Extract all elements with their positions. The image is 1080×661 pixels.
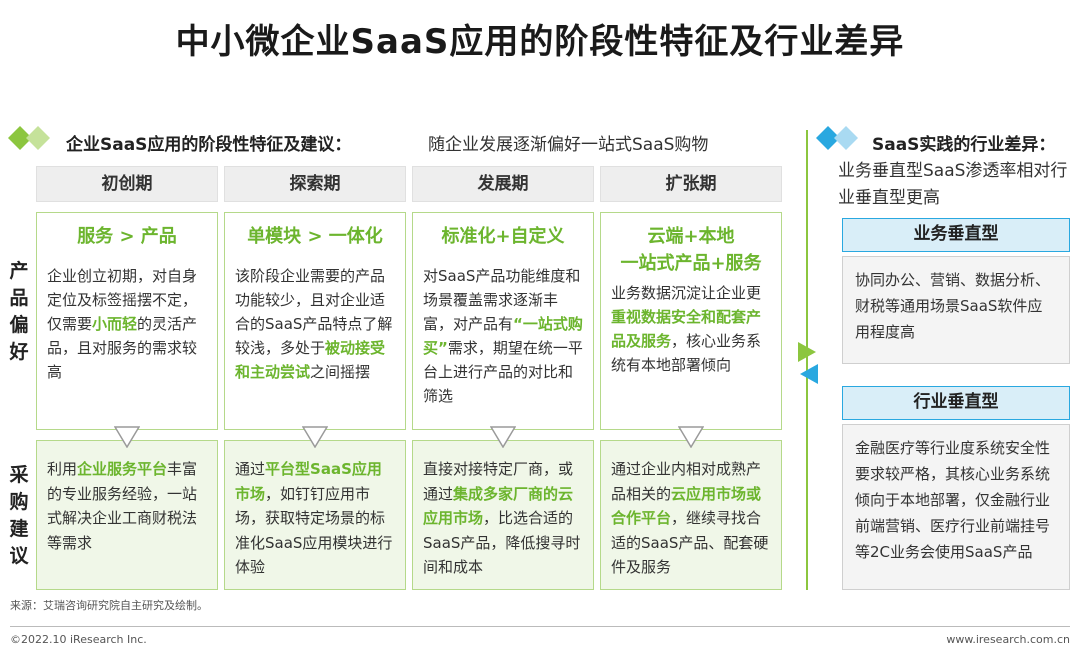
right-arrow-icon xyxy=(798,342,816,362)
down-triangle-icon xyxy=(302,426,328,448)
body-text: 利用 xyxy=(47,460,78,478)
left-section-heading: 企业SaaS应用的阶段性特征及建议： xyxy=(66,135,352,155)
body-text: 业务数据沉淀让企业更 xyxy=(611,284,762,302)
preference-box: 单模块 > 一体化该阶段企业需要的产品功能较少，且对企业适合的SaaS产品特点了… xyxy=(224,212,406,430)
footer-divider xyxy=(10,626,1070,627)
highlight-text: 云应用市场或合作平台 xyxy=(611,484,762,528)
down-triangle-icon xyxy=(490,426,516,448)
business-vertical-title: 业务垂直型 xyxy=(842,218,1070,252)
highlight-text: “一站式购买” xyxy=(423,315,583,357)
highlight-text: 集成多家厂商的云应用市场 xyxy=(423,484,574,528)
highlight-text: 被动接受和主动尝试 xyxy=(235,339,386,381)
down-triangle-icon xyxy=(678,426,704,448)
body-text: 对SaaS产品功能维度和场景覆盖需求逐渐丰富，对产品有 xyxy=(423,267,581,333)
stage-title-line: 服务 > 产品 xyxy=(77,226,177,247)
body-text: 直接对接特定厂商，或通过 xyxy=(423,460,574,503)
website: www.iresearch.com.cn xyxy=(946,633,1070,646)
highlight-text: 重视数据安全和配套产品及服务 xyxy=(611,308,762,350)
advice-box: 通过平台型SaaS应用市场，如钉钉应用市场，获取特定场景的标准化SaaS应用模块… xyxy=(224,440,406,590)
stage-title-line: 一站式产品+服务 xyxy=(620,253,762,274)
preference-text: 企业创立初期，对自身定位及标签摇摆不定，仅需要小而轻的灵活产品，且对服务的需求较… xyxy=(47,264,207,384)
stage-title-line: 单模块 > 一体化 xyxy=(247,226,383,247)
divider-arrows xyxy=(798,342,818,384)
body-text: ，比选合适的SaaS产品，降低搜寻时间和成本 xyxy=(423,509,581,576)
stage-title-line: 云端+本地 xyxy=(647,226,735,247)
body-text: 的灵活产品，且对服务的需求较高 xyxy=(47,315,198,381)
industry-vertical-title: 行业垂直型 xyxy=(842,386,1070,420)
highlight-text: 平台型SaaS应用市场 xyxy=(235,460,382,503)
body-text: ，核心业务系统有本地部署倾向 xyxy=(611,332,762,374)
stage-header: 初创期 xyxy=(36,166,218,202)
business-vertical-text: 协同办公、营销、数据分析、财税等通用场景SaaS软件应用程度高 xyxy=(842,256,1070,364)
down-triangle-icon xyxy=(114,426,140,448)
body-text: 通过 xyxy=(235,460,266,478)
preference-box: 服务 > 产品企业创立初期，对自身定位及标签摇摆不定，仅需要小而轻的灵活产品，且… xyxy=(36,212,218,430)
stage-title: 单模块 > 一体化 xyxy=(235,223,395,250)
stage-header: 探索期 xyxy=(224,166,406,202)
body-text: 该阶段企业需要的产品功能较少，且对企业适合的SaaS产品特点了解较浅，多处于 xyxy=(235,267,393,357)
stage-header: 扩张期 xyxy=(600,166,782,202)
advice-box: 直接对接特定厂商，或通过集成多家厂商的云应用市场，比选合适的SaaS产品，降低搜… xyxy=(412,440,594,590)
advice-box: 利用企业服务平台丰富的专业服务经验，一站式解决企业工商财税法等需求 xyxy=(36,440,218,590)
preference-box: 标准化+自定义对SaaS产品功能维度和场景覆盖需求逐渐丰富，对产品有“一站式购买… xyxy=(412,212,594,430)
preference-text: 该阶段企业需要的产品功能较少，且对企业适合的SaaS产品特点了解较浅，多处于被动… xyxy=(235,264,395,384)
body-text: ，如钉钉应用市场，获取特定场景的标准化SaaS应用模块进行体验 xyxy=(235,484,393,577)
body-text: 需求，期望在统一平台上进行产品的对比和筛选 xyxy=(423,339,583,405)
body-text: 之间摇摆 xyxy=(310,363,371,381)
stage-header: 发展期 xyxy=(412,166,594,202)
industry-vertical-text: 金融医疗等行业度系统安全性要求较严格，其核心业务系统倾向于本地部署，仅金融行业前… xyxy=(842,424,1070,590)
preference-box: 云端+本地一站式产品+服务业务数据沉淀让企业更重视数据安全和配套产品及服务，核心… xyxy=(600,212,782,430)
stage-title: 标准化+自定义 xyxy=(423,223,583,250)
page-title: 中小微企业SaaS应用的阶段性特征及行业差异 xyxy=(175,22,905,62)
row-label-preference: 产 品 偏 好 xyxy=(9,260,29,363)
right-section-subheading: 业务垂直型SaaS渗透率相对行业垂直型更高 xyxy=(838,161,1068,208)
stage-title: 云端+本地一站式产品+服务 xyxy=(611,223,771,277)
preference-text: 对SaaS产品功能维度和场景覆盖需求逐渐丰富，对产品有“一站式购买”需求，期望在… xyxy=(423,264,583,408)
blue-diamonds-icon xyxy=(816,126,858,150)
source-note: 来源：艾瑞咨询研究院自主研究及绘制。 xyxy=(10,599,208,612)
section-divider xyxy=(806,130,808,590)
stage-title-line: 标准化+自定义 xyxy=(441,226,565,247)
left-section-subheading: 随企业发展逐渐偏好一站式SaaS购物 xyxy=(428,135,709,155)
right-section-heading: SaaS实践的行业差异： xyxy=(872,135,1056,155)
preference-text: 业务数据沉淀让企业更重视数据安全和配套产品及服务，核心业务系统有本地部署倾向 xyxy=(611,281,771,377)
body-text: 丰富的专业服务经验，一站式解决企业工商财税法等需求 xyxy=(47,460,198,552)
green-diamonds-icon xyxy=(8,126,50,150)
stage-title: 服务 > 产品 xyxy=(47,223,207,250)
highlight-text: 企业服务平台 xyxy=(77,460,168,478)
body-text: 企业创立初期，对自身定位及标签摇摆不定，仅需要 xyxy=(47,267,198,333)
advice-box: 通过企业内相对成熟产品相关的云应用市场或合作平台，继续寻找合适的SaaS产品、配… xyxy=(600,440,782,590)
highlight-text: 小而轻 xyxy=(92,315,138,333)
body-text: 通过企业内相对成熟产品相关的 xyxy=(611,460,762,503)
copyright: ©2022.10 iResearch Inc. xyxy=(10,633,147,646)
left-arrow-icon xyxy=(800,364,818,384)
body-text: ，继续寻找合适的SaaS产品、配套硬件及服务 xyxy=(611,509,769,576)
row-label-advice: 采 购 建 议 xyxy=(9,464,29,567)
